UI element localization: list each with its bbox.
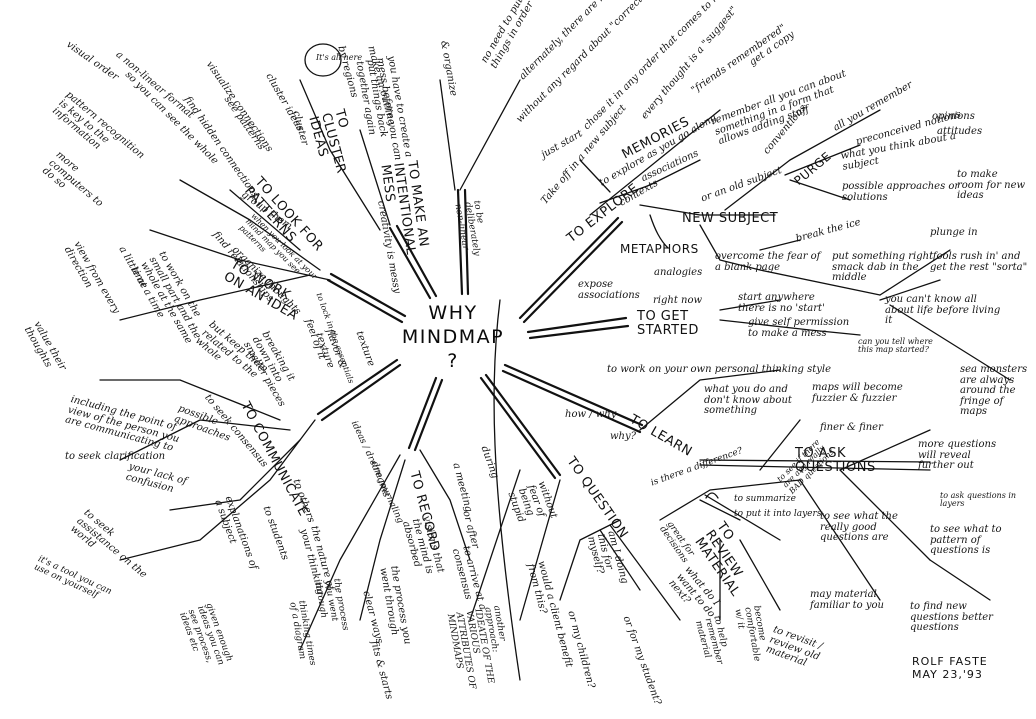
note-learn-2: what you do and don't know about somethi…	[704, 384, 792, 416]
note-ask-4: to see what to pattern of questions is	[930, 524, 1002, 556]
central-topic: WHY MINDMAP ?	[398, 302, 508, 373]
note-started-9: you can't know all about life before liv…	[885, 294, 1001, 326]
note-newsubject-9: possible approaches or solutions	[842, 181, 960, 203]
note-metaphors-1: analogies	[654, 267, 703, 278]
note-newsubject-10: to make room for new ideas	[957, 169, 1026, 201]
note-cluster-3: It's all here	[316, 53, 363, 62]
note-question-2: why?	[610, 431, 637, 442]
branch-label-to-ask-questions: TO ASK QUESTIONS	[795, 446, 876, 475]
note-metaphors-2: expose associations	[578, 279, 640, 301]
note-started-8: give self permission to make a mess	[748, 317, 850, 339]
note-question-1: how / why	[565, 409, 617, 420]
note-started-5: plunge in	[930, 227, 978, 238]
note-started-4: put something right smack dab in the mid…	[832, 251, 934, 283]
note-learn-1: to work on your own personal thinking st…	[607, 364, 832, 375]
note-comm-1: to seek clarification	[65, 451, 166, 462]
note-ask-3: to ask questions in layers	[940, 491, 1017, 509]
note-started-6: 'fools rush in' and get the rest "sorta"	[930, 251, 1028, 273]
note-ask-5: to find new questions better questions	[910, 601, 993, 633]
note-started-10: can you tell where this map started?	[858, 337, 933, 355]
branch-label-new-subject: NEW SUBJECT	[682, 211, 779, 226]
branch-label-metaphors: METAPHORS	[620, 242, 699, 256]
signature-name: ROLF FASTE	[912, 655, 988, 668]
signature: ROLF FASTE MAY 23,'93	[912, 655, 988, 681]
branch-label-to-get-started: TO GET STARTED	[637, 309, 699, 338]
note-learn-4: finer & finer	[820, 422, 883, 433]
note-review-1: to summarize	[734, 494, 796, 504]
note-newsubject-6: opinions	[932, 111, 975, 122]
note-started-11: sea monsters are always around the fring…	[960, 364, 1028, 417]
note-review-2: to put it into layers	[734, 509, 822, 519]
note-ask-2: to see what the really good questions ar…	[820, 511, 898, 543]
signature-date: MAY 23,'93	[912, 668, 983, 682]
central-topic-line1: WHY	[428, 302, 478, 324]
note-learn-3: maps will become fuzzier & fuzzier	[812, 382, 903, 404]
note-started-1: right now	[653, 295, 703, 306]
central-topic-line3: ?	[447, 349, 459, 372]
central-topic-line2: MINDMAP	[401, 325, 505, 348]
note-review-4: may material familiar to you	[810, 589, 884, 611]
note-ask-1: more questions will reveal further out	[918, 439, 997, 471]
note-started-7: start anywhere there is no 'start'	[738, 292, 825, 314]
note-newsubject-7: attitudes	[937, 126, 983, 137]
note-started-3: overcome the fear of a blank page	[715, 251, 821, 273]
